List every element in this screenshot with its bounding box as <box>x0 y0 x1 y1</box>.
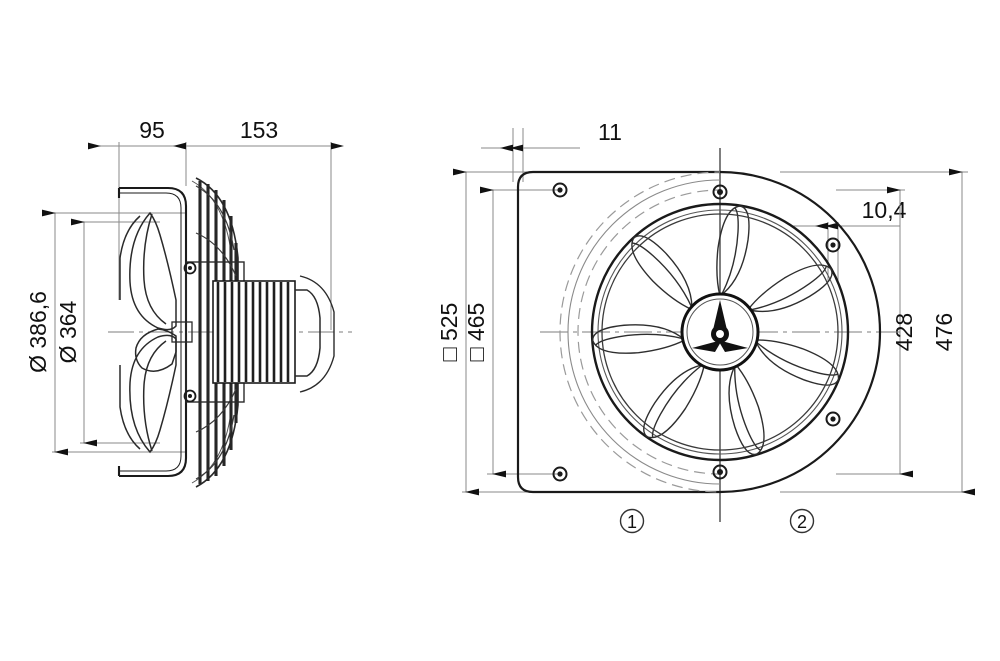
dimension-465-label: □ 465 <box>463 303 489 362</box>
impeller-blades <box>592 205 840 456</box>
round-flange-outline <box>720 170 882 494</box>
dimension-diameter-364: Ø 364 <box>55 218 97 447</box>
bolt-hole-bottom-center-core <box>717 469 723 475</box>
dimension-476-label: 476 <box>931 313 957 351</box>
flange-bolt-hole-top-right-core <box>830 242 836 248</box>
round-flange-variant <box>720 170 882 494</box>
dimension-95-label: 95 <box>139 117 165 143</box>
fixing-screw-lower-core <box>188 394 192 398</box>
side-impeller-blades <box>119 211 177 454</box>
plate-bolt-hole-top-left-core <box>557 187 563 193</box>
impeller-tip-circle <box>601 213 839 451</box>
hub-center-bore <box>716 330 724 338</box>
motor-rear-cap <box>299 275 335 393</box>
dimension-153-label: 153 <box>240 117 278 143</box>
hidden-flange-mid <box>567 179 720 485</box>
square-plate-outline <box>516 170 720 494</box>
hidden-flange-inner <box>577 189 720 475</box>
dimension-diameter-386-6: Ø 386,6 <box>25 209 68 456</box>
flange-bolt-hole-bottom-right-core <box>830 416 836 422</box>
flange-bolt-hole-top-right <box>825 237 841 253</box>
dimension-square-465: □ 465 <box>463 186 506 478</box>
plate-bolt-hole-bottom-left <box>552 466 568 482</box>
split-line-bolt-holes <box>712 184 728 480</box>
variant-marker-2: 2 <box>789 508 815 534</box>
motor-terminal-box <box>295 289 321 377</box>
dimension-153: 153 <box>173 117 344 150</box>
side-section-view: 95 153 Ø 386,6 Ø 364 <box>25 117 352 488</box>
inlet-ring-outer <box>590 202 850 462</box>
dimension-386-6-label: Ø 386,6 <box>25 291 51 373</box>
bolt-hole-top-center-core <box>717 189 723 195</box>
variant-marker-1-circle <box>619 508 645 534</box>
dimension-525-label: □ 525 <box>436 303 462 362</box>
dimension-11-label: 11 <box>598 119 622 145</box>
variant-marker-2-label: 2 <box>797 512 807 532</box>
flange-bolt-hole-bottom-right <box>825 411 841 427</box>
motor-cooling-fins <box>216 282 290 382</box>
front-extension-lines <box>462 128 968 493</box>
impeller-hub-ring-inner <box>686 298 754 366</box>
hidden-flange-outer <box>559 171 720 493</box>
dimension-95: 95 <box>88 117 186 150</box>
fixing-screw-lower <box>183 389 197 403</box>
dimension-364-label: Ø 364 <box>55 300 81 363</box>
front-impeller <box>592 205 840 456</box>
dimension-11: 11 <box>481 119 622 152</box>
motor-shaft <box>171 321 193 343</box>
bolt-hole-top-center <box>712 184 728 200</box>
plate-bolt-hole-top-left <box>552 182 568 198</box>
guard-rings <box>195 185 237 480</box>
bolt-hole-bottom-center <box>712 464 728 480</box>
fixing-screw-upper <box>183 261 197 275</box>
side-motor-assembly <box>171 261 335 403</box>
dimension-square-525: □ 525 <box>436 168 479 496</box>
dimension-476: 476 <box>931 168 975 496</box>
square-plate-variant <box>516 170 720 494</box>
plate-bolt-hole-bottom-left-core <box>557 471 563 477</box>
fixing-screw-upper-core <box>188 266 192 270</box>
variant-marker-1-label: 1 <box>627 512 637 532</box>
front-view: 11 10,4 □ 525 □ 465 428 476 <box>436 119 975 534</box>
variant-marker-2-circle <box>789 508 815 534</box>
variant-marker-1: 1 <box>619 508 645 534</box>
variant-markers: 1 2 <box>619 508 815 534</box>
